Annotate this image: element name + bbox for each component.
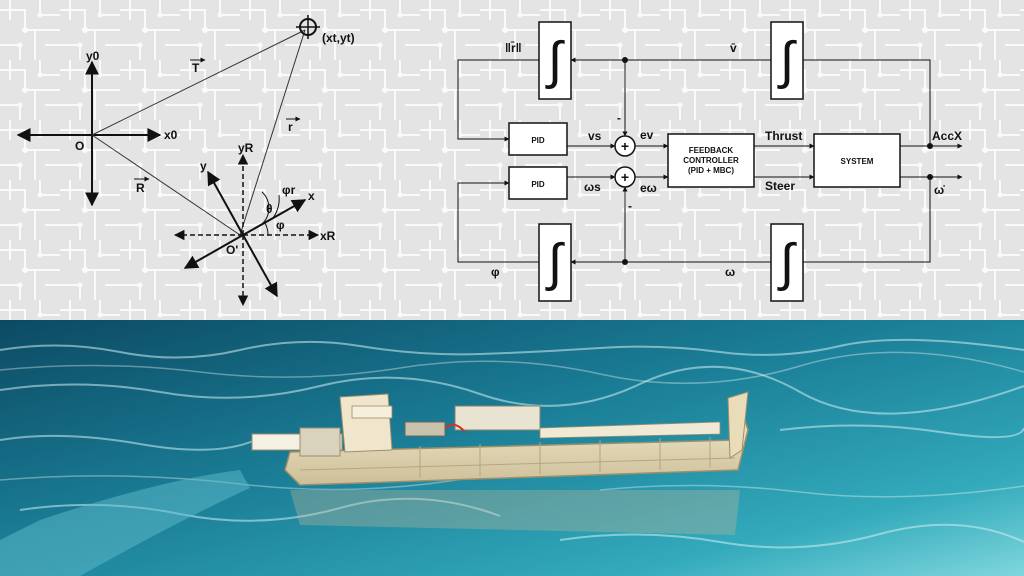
minus-top-label: - bbox=[617, 111, 621, 125]
e-omega-label: eω bbox=[640, 181, 657, 195]
omega-s-label: ωs bbox=[584, 180, 601, 194]
pid-bottom-label: PID bbox=[531, 180, 545, 189]
integrator-v bbox=[770, 21, 804, 100]
accx-label: AccX bbox=[932, 129, 962, 143]
phi-r-label: φr bbox=[282, 183, 296, 197]
target-point-label: (xt,yt) bbox=[322, 31, 355, 45]
vector-R-line bbox=[91, 134, 241, 236]
pid-top-box bbox=[508, 122, 568, 156]
pid-bottom-box bbox=[508, 166, 568, 200]
vector-r-label: r bbox=[288, 120, 293, 134]
y-axis bbox=[207, 170, 244, 236]
integrator-phi bbox=[538, 223, 572, 302]
water-scene-svg bbox=[0, 320, 1024, 576]
vector-r-line bbox=[239, 29, 306, 236]
y-label: y bbox=[200, 159, 207, 173]
model-boat-photo bbox=[0, 320, 1024, 576]
svg-text:+: + bbox=[621, 169, 629, 185]
origin-label: O bbox=[75, 139, 84, 153]
phi-feedback-label: φ bbox=[491, 265, 500, 279]
system-box bbox=[813, 133, 901, 188]
geometry-diagram: y0 x0 O T R r (xt,yt) yR xR O' bbox=[16, 15, 355, 307]
x-label: x bbox=[308, 189, 315, 203]
x0-label: x0 bbox=[164, 128, 178, 142]
minus-bottom-label: - bbox=[628, 199, 632, 213]
x-axis bbox=[242, 199, 307, 236]
svg-text:∫: ∫ bbox=[777, 32, 797, 90]
pid-top-label: PID bbox=[531, 136, 545, 145]
feedback-controller-box bbox=[667, 133, 755, 188]
svg-text:CONTROLLER: CONTROLLER bbox=[683, 156, 739, 165]
svg-text:∫: ∫ bbox=[545, 32, 565, 90]
y0-label: y0 bbox=[86, 49, 100, 63]
vector-R-label: R bbox=[136, 181, 145, 195]
control-diagram: ∫ ∫ ∫ ∫ PID PID + + FEEDBACK CONTROLLER … bbox=[457, 21, 963, 302]
thrust-label: Thrust bbox=[765, 129, 802, 143]
v-bar-label: v̄ bbox=[730, 41, 737, 55]
diagram-svg: y0 x0 O T R r (xt,yt) yR xR O' bbox=[0, 0, 1024, 320]
ev-label: ev bbox=[640, 128, 654, 142]
phi-label: φ bbox=[276, 218, 285, 232]
omega-dot-label: ω̇ bbox=[934, 183, 945, 197]
svg-text:∫: ∫ bbox=[777, 234, 797, 292]
svg-text:SYSTEM: SYSTEM bbox=[841, 157, 874, 166]
svg-text:(PID + MBC): (PID + MBC) bbox=[688, 166, 734, 175]
vector-T-label: T bbox=[192, 61, 200, 75]
boat-icon bbox=[251, 391, 749, 486]
norm-r-label: ‖r̄‖ bbox=[505, 41, 522, 55]
yR-label: yR bbox=[238, 141, 254, 155]
theta-label: θ bbox=[266, 202, 273, 216]
diagram-panel: y0 x0 O T R r (xt,yt) yR xR O' bbox=[0, 0, 1024, 320]
svg-text:+: + bbox=[621, 138, 629, 154]
omega-feedback-label: ω bbox=[725, 265, 735, 279]
vs-label: vs bbox=[588, 129, 602, 143]
vector-T-line bbox=[91, 29, 306, 136]
steer-label: Steer bbox=[765, 179, 795, 193]
svg-text:FEEDBACK: FEEDBACK bbox=[689, 146, 734, 155]
svg-text:∫: ∫ bbox=[545, 234, 565, 292]
robot-origin-label: O' bbox=[226, 243, 238, 257]
xR-label: xR bbox=[320, 229, 336, 243]
